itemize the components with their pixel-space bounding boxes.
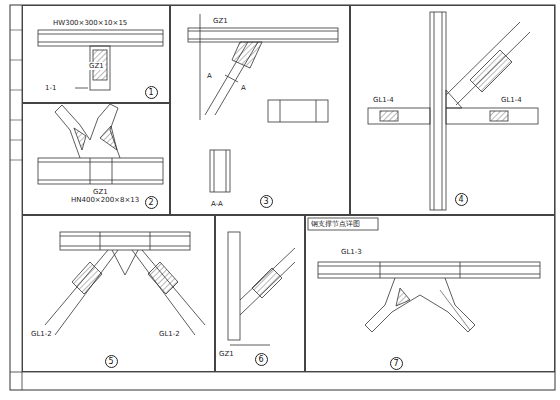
detail-panel: 4 — [350, 5, 555, 215]
callout-number: 1 — [145, 86, 158, 99]
drawing-label: A — [240, 84, 247, 92]
detail-panel: 5 — [22, 215, 215, 372]
drawing-label: A — [206, 72, 213, 80]
drawing-label: 1-1 — [44, 84, 57, 92]
detail-panel: 3 — [170, 5, 350, 215]
drawing-label: GL1-2 — [158, 330, 181, 338]
drawing-label: GZ1 — [88, 62, 105, 70]
drawing-label: GL1-2 — [30, 330, 53, 338]
callout-number: 5 — [105, 355, 118, 368]
drawing-label: GL1-4 — [372, 96, 395, 104]
callout-number: 4 — [455, 193, 468, 206]
callout-number: 3 — [260, 195, 273, 208]
drawing-label: GL1-3 — [340, 248, 363, 256]
callout-number: 2 — [145, 196, 158, 209]
drawing-label: HW300×300×10×15 — [52, 19, 128, 27]
drawing-label: HN400×200×8×13 — [70, 196, 140, 204]
drawing-label: 钢支撑节点详图 — [310, 220, 361, 228]
drawing-label: GZ1 — [92, 188, 109, 196]
callout-number: 6 — [255, 353, 268, 366]
callout-number: 7 — [390, 357, 403, 370]
detail-panel: 7 — [305, 215, 555, 372]
drawing-label: GZ1 — [212, 17, 229, 25]
detail-panel: 6 — [215, 215, 305, 372]
drawing-label: GL1-4 — [500, 96, 523, 104]
drawing-label: A-A — [210, 200, 224, 208]
drawing-label: GZ1 — [218, 350, 235, 358]
